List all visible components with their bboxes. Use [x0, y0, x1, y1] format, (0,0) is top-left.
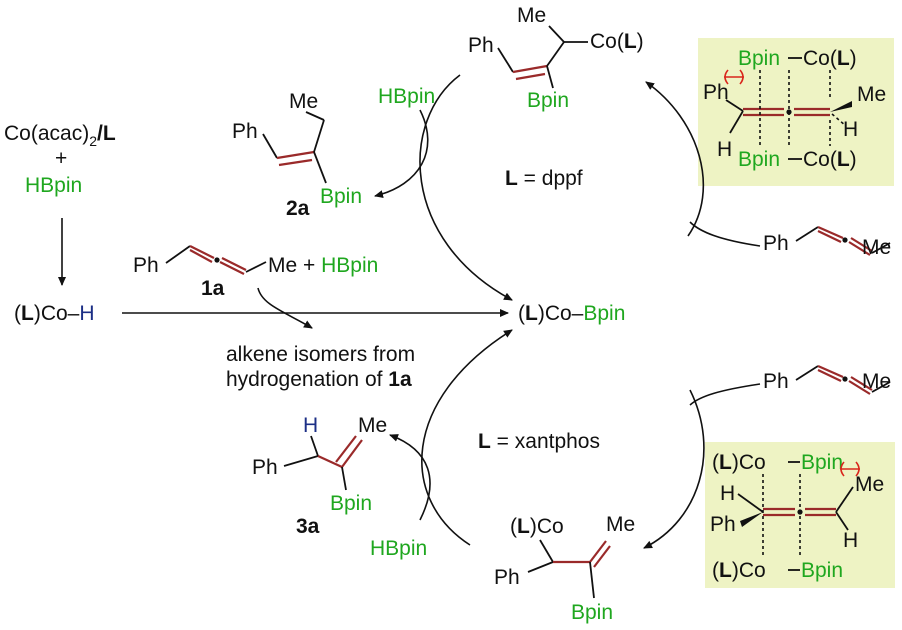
svg-text:Co(L): Co(L): [803, 47, 857, 70]
svg-text:Bpin: Bpin: [801, 451, 843, 474]
svg-text:Ph: Ph: [763, 232, 789, 255]
svg-text:2a: 2a: [286, 197, 310, 220]
svg-text:Ph: Ph: [710, 513, 736, 536]
svg-text:Me: Me: [862, 370, 891, 393]
ts-box-upper: [698, 38, 894, 186]
svg-text:Co(L): Co(L): [590, 30, 644, 53]
upper-hbpin: HBpin: [378, 85, 435, 108]
lower-intermediate: (L)Co Me Ph Bpin: [494, 513, 635, 624]
side-products-line1: alkene isomers from: [226, 343, 415, 366]
arrow-side-reaction: [257, 287, 313, 329]
lower-cycle-right-arc: [643, 389, 705, 549]
hbpin-reagent: HBpin: [25, 174, 82, 197]
svg-text:H: H: [843, 118, 858, 141]
lower-transition-state: (L)Co Bpin H Me Ph H (L)Co Bpin: [710, 451, 884, 582]
plus-sign: +: [55, 147, 67, 170]
svg-text:(L)Co: (L)Co: [712, 451, 766, 474]
upper-intermediate: Ph Me Co(L) Bpin: [468, 4, 644, 112]
svg-text:Bpin: Bpin: [738, 47, 780, 70]
svg-text:Me: Me: [855, 473, 884, 496]
svg-text:H: H: [303, 414, 318, 437]
svg-text:Ph: Ph: [468, 34, 494, 57]
svg-text:3a: 3a: [296, 515, 320, 538]
side-products-line2: hydrogenation of 1a: [226, 368, 412, 391]
svg-text:Ph: Ph: [252, 456, 278, 479]
lower-hbpin-arrow: [389, 434, 431, 521]
svg-text:Ph: Ph: [703, 81, 729, 104]
svg-text:Co(L): Co(L): [803, 148, 857, 171]
svg-text:Me: Me: [857, 83, 886, 106]
lower-cycle-left-arc: [421, 329, 513, 546]
svg-text:Bpin: Bpin: [801, 559, 843, 582]
svg-text:Co(acac)2/L: Co(acac)2/L: [4, 122, 116, 149]
svg-text:Me + HBpin: Me + HBpin: [268, 254, 378, 277]
product-2a: Ph Me Bpin 2a: [232, 90, 362, 220]
precatalyst: Co(acac)2/L + HBpin: [4, 122, 116, 197]
upper-hbpin-arrow: [374, 109, 429, 198]
upper-ligand-label: L = dppf: [505, 167, 583, 190]
svg-text:Bpin: Bpin: [527, 89, 569, 112]
svg-text:Ph: Ph: [763, 370, 789, 393]
product-3a: H Me Ph Bpin 3a: [252, 414, 387, 538]
svg-text:Ph: Ph: [133, 254, 159, 277]
svg-text:Bpin: Bpin: [738, 148, 780, 171]
svg-text:Me: Me: [358, 414, 387, 437]
ts-box-lower: [705, 442, 895, 588]
svg-text:(L)Co: (L)Co: [712, 559, 766, 582]
upper-transition-state: Bpin Co(L) Ph H Me H Bpin Co(L): [703, 47, 886, 171]
lower-allene: Ph Me: [763, 364, 891, 395]
cobalt-hydride: (L)Co–H: [14, 302, 95, 325]
svg-text:Bpin: Bpin: [330, 492, 372, 515]
lower-allene-arrow: [689, 383, 761, 406]
upper-allene-arrow: [689, 221, 761, 247]
upper-allene: Ph Me: [763, 225, 891, 259]
lower-ligand-label: L = xantphos: [478, 430, 600, 453]
catalyst-co-bpin: (L)Co–Bpin: [518, 302, 625, 325]
svg-text:H: H: [717, 138, 732, 161]
substrate-1a: Ph Me + HBpin 1a: [133, 245, 378, 300]
svg-text:Me: Me: [289, 90, 318, 113]
svg-text:1a: 1a: [201, 277, 225, 300]
svg-text:(L)Co: (L)Co: [510, 515, 564, 538]
svg-text:Me: Me: [606, 513, 635, 536]
svg-text:Bpin: Bpin: [571, 601, 613, 624]
svg-text:H: H: [843, 529, 858, 552]
svg-text:Bpin: Bpin: [320, 185, 362, 208]
upper-cycle-left-arc: [419, 74, 513, 301]
svg-text:H: H: [720, 482, 735, 505]
svg-text:Me: Me: [862, 236, 891, 259]
upper-cycle-right-arc: [645, 81, 705, 237]
svg-text:Me: Me: [517, 4, 546, 27]
svg-text:Ph: Ph: [494, 566, 520, 589]
lower-hbpin: HBpin: [370, 537, 427, 560]
svg-text:Ph: Ph: [232, 120, 258, 143]
